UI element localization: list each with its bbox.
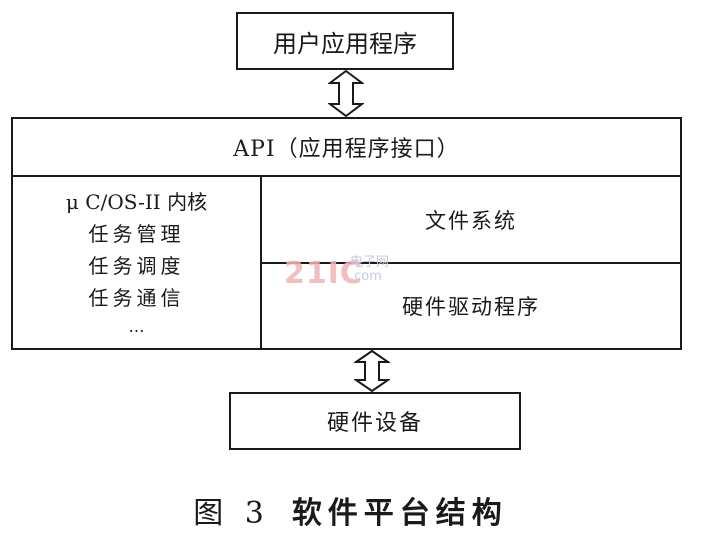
kernel-title: μ C/OS-II 内核: [65, 189, 208, 214]
figure-title: 软件平台结构: [291, 496, 508, 531]
watermark-sub-top: 电子网: [350, 255, 390, 270]
kernel-item-task-scheduling: 任务调度: [88, 253, 185, 278]
double-arrow-bottom: [354, 350, 390, 392]
kernel-item-task-communication: 任务通信: [88, 285, 185, 310]
hardware-device-label: 硬件设备: [326, 411, 423, 436]
user-application-box: 用户应用程序: [236, 12, 454, 70]
watermark-sub-bottom: .com: [350, 269, 382, 284]
hardware-driver-box: 硬件驱动程序: [262, 264, 680, 348]
kernel-item-ellipsis: …: [128, 316, 145, 336]
user-application-label: 用户应用程序: [273, 29, 417, 58]
figure-caption: 图 3 软件平台结构: [0, 488, 701, 532]
platform-block: API（应用程序接口） μ C/OS-II 内核 任务管理 任务调度 任务通信 …: [11, 117, 682, 350]
figure-number: 图 3: [193, 496, 270, 531]
watermark-logo-sub: 电子网 .com: [350, 256, 389, 284]
file-system-box: 文件系统: [262, 177, 680, 264]
hardware-device-box: 硬件设备: [229, 392, 521, 450]
double-arrow-top: [328, 70, 364, 117]
watermark-logo: 21IC: [284, 256, 363, 291]
kernel-box: μ C/OS-II 内核 任务管理 任务调度 任务通信 …: [13, 177, 262, 348]
api-box: API（应用程序接口）: [13, 119, 680, 177]
hardware-driver-label: 硬件驱动程序: [402, 295, 540, 319]
kernel-item-task-management: 任务管理: [88, 221, 185, 246]
file-system-label: 文件系统: [425, 208, 517, 233]
api-label: API（应用程序接口）: [233, 137, 460, 162]
